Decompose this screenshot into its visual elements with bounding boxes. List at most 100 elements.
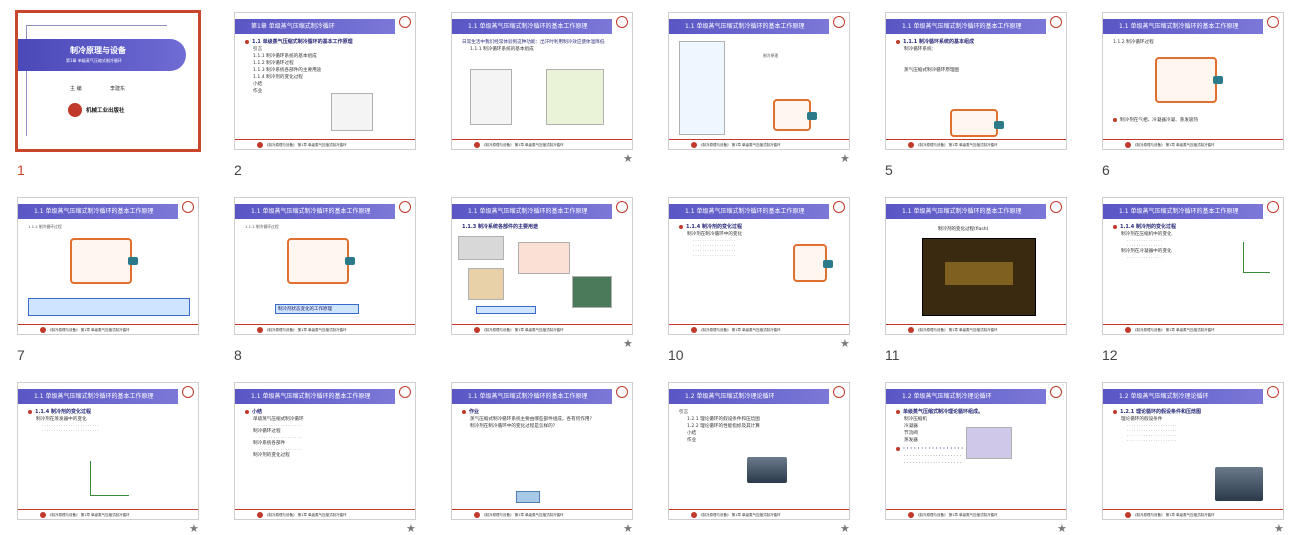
compressor-image: [572, 276, 612, 308]
component-image: [458, 236, 504, 260]
slide-footer: 《制冷原理与设备》 第1章 单级蒸气压缩式制冷循环: [886, 139, 1066, 149]
animation-star-icon: ★: [1057, 522, 1067, 535]
slide-preview[interactable]: 1.1 单级蒸气压缩式制冷循环的基本工作原理 1.1.4 制冷剂的变化过程 制冷…: [668, 197, 850, 335]
slide-body: 1.1.4 制冷剂的变化过程 制冷剂在蒸发器中的变化 · · · · · · ·…: [28, 409, 190, 433]
slide-banner: 1.1 单级蒸气压缩式制冷循环的基本工作原理: [452, 389, 612, 404]
publisher-name: 机械工业出版社: [86, 108, 125, 114]
ph-chart: [90, 461, 129, 496]
slide-banner: 1.1 单级蒸气压缩式制冷循环的基本工作原理: [1103, 204, 1263, 219]
slide-footer: 《制冷原理与设备》 第1章 单级蒸气压缩式制冷循环: [886, 324, 1066, 334]
apparatus-image: [679, 41, 725, 135]
slide-preview[interactable]: 制冷原理与设备 第1章 单级蒸气压缩式制冷循环 主 编 李建东 机械工业出版社: [15, 10, 201, 152]
slide-footer: 《制冷原理与设备》 第1章 单级蒸气压缩式制冷循环: [235, 509, 415, 519]
slide-number: 10: [668, 347, 684, 363]
slide-preview[interactable]: 1.1 单级蒸气压缩式制冷循环的基本工作原理 1.1.2 制冷循环过程 《制冷原…: [17, 197, 199, 335]
slide-preview[interactable]: 1.1 单级蒸气压缩式制冷循环的基本工作原理 1.1.1 制冷循环系统的基本组成…: [885, 12, 1067, 150]
person-image: [546, 69, 604, 125]
slide-footer: 《制冷原理与设备》 第1章 单级蒸气压缩式制冷循环: [18, 509, 198, 519]
slide-number: 8: [234, 347, 242, 363]
slide-footer: 《制冷原理与设备》 第1章 单级蒸气压缩式制冷循环: [452, 139, 632, 149]
equipment-image: [966, 427, 1012, 459]
logo-icon: [833, 386, 845, 398]
cycle-diagram: [1155, 57, 1223, 103]
slide-preview[interactable]: 第1章 单级蒸气压缩式制冷循环 1.1 单级蒸气压缩式制冷循环的基本工作原理 引…: [234, 12, 416, 150]
slide-banner: 1.1 单级蒸气压缩式制冷循环的基本工作原理: [669, 19, 829, 34]
logo-icon: [616, 16, 628, 28]
logo-icon: [182, 386, 194, 398]
slide-body: 1.1.2 制冷循环过程: [245, 224, 279, 229]
slide-banner: 1.2 单级蒸气压缩式制冷理论循环: [1103, 389, 1263, 404]
cover-subtitle: 第1章 单级蒸气压缩式制冷循环: [66, 58, 122, 63]
slide-body: 制冷原理: [763, 53, 779, 58]
slide-preview[interactable]: 1.1 单级蒸气压缩式制冷循环的基本工作原理 1.1.3 制冷系统各部件的主要用…: [451, 197, 633, 335]
compressor-unit-image: [1215, 467, 1263, 501]
animation-star-icon: ★: [623, 337, 633, 350]
slide-preview[interactable]: 1.1 单级蒸气压缩式制冷循环的基本工作原理 1.1.4 制冷剂的变化过程 制冷…: [1102, 197, 1284, 335]
animation-star-icon: ★: [1274, 522, 1284, 535]
slide-number: 7: [17, 347, 25, 363]
diagram-image: [331, 93, 373, 131]
slide-preview[interactable]: 1.2 单级蒸气压缩式制冷理论循环 单级蒸气压缩式制冷理论循环组成。 制冷压缩机…: [885, 382, 1067, 520]
slide-preview[interactable]: 1.1 单级蒸气压缩式制冷循环的基本工作原理 1.1.4 制冷剂的变化过程 制冷…: [17, 382, 199, 520]
slide-preview[interactable]: 1.1 单级蒸气压缩式制冷循环的基本工作原理 日常生活中我们经常体验到这种功能：…: [451, 12, 633, 150]
animation-star-icon: ★: [623, 522, 633, 535]
slide-body: 日常生活中我们经常体验到这种功能：出汗时利用制冷效应使体温降低 1.1.1 制冷…: [462, 40, 605, 52]
slide-number: 5: [885, 162, 893, 178]
slide-preview[interactable]: 1.2 单级蒸气压缩式制冷理论循环 1.2.1 理论循环的假设条件和压焓图 理论…: [1102, 382, 1284, 520]
slide-number: 11: [885, 347, 900, 363]
slide-footer: 《制冷原理与设备》 第1章 单级蒸气压缩式制冷循环: [669, 139, 849, 149]
note-box: 制冷剂状态变化的工作原理: [275, 304, 359, 314]
publisher-logo-icon: [68, 103, 82, 117]
chiller-image: [747, 457, 787, 483]
slide-preview[interactable]: 1.1 单级蒸气压缩式制冷循环的基本工作原理 制冷原理 《制冷原理与设备》 第1…: [668, 12, 850, 150]
cycle-diagram: [950, 109, 1004, 137]
animation-star-icon: ★: [623, 152, 633, 165]
animation-star-icon: ★: [189, 522, 199, 535]
slide-number: 12: [1102, 347, 1118, 363]
slide-footer: 《制冷原理与设备》 第1章 单级蒸气压缩式制冷循环: [452, 509, 632, 519]
slide-footer: 《制冷原理与设备》 第1章 单级蒸气压缩式制冷循环: [669, 509, 849, 519]
cycle-diagram: [70, 238, 138, 284]
slide-body: 1.1.4 制冷剂的变化过程 制冷剂在压缩机中的变化 · · · · · · ·…: [1113, 224, 1233, 260]
editor-name: 李建东: [110, 86, 126, 92]
slide-number: 6: [1102, 162, 1110, 178]
cover-title: 制冷原理与设备: [70, 46, 126, 55]
slide-footer: 《制冷原理与设备》 第1章 单级蒸气压缩式制冷循环: [1103, 324, 1283, 334]
editor-label: 主 编: [70, 86, 82, 92]
slide-footer: 《制冷原理与设备》 第1章 单级蒸气压缩式制冷循环: [235, 139, 415, 149]
slide-body: 作业 蒸气压缩式制冷循环系统主要由哪些部件组成，各有何作用？ 制冷剂在制冷循环中…: [462, 409, 624, 430]
slide-footer: 《制冷原理与设备》 第1章 单级蒸气压缩式制冷循环: [18, 324, 198, 334]
component-image: [468, 268, 504, 300]
slide-number: 1: [17, 162, 25, 178]
slide-footer: 《制冷原理与设备》 第1章 单级蒸气压缩式制冷循环: [669, 324, 849, 334]
slide-body: 1.1.1 制冷循环系统的基本组成 制冷循环系统： 蒸气压缩式制冷循环原理图: [896, 39, 1058, 74]
slide-banner: 1.2 单级蒸气压缩式制冷理论循环: [669, 389, 829, 404]
slide-body: 1.1 单级蒸气压缩式制冷循环的基本工作原理 引言 1.1.1 制冷循环系统的基…: [245, 39, 407, 95]
slide-body: 小结 单级蒸气压缩式制冷循环 · · · · · · · · · · · · ·…: [245, 409, 407, 459]
note-box: [28, 298, 190, 316]
slide-banner: 1.1 单级蒸气压缩式制冷循环的基本工作原理: [235, 204, 395, 219]
slide-preview[interactable]: 1.1 单级蒸气压缩式制冷循环的基本工作原理 1.1.2 制冷循环过程 制冷剂在…: [1102, 12, 1284, 150]
logo-icon: [1267, 386, 1279, 398]
logo-icon: [616, 386, 628, 398]
slide-preview[interactable]: 1.2 单级蒸气压缩式制冷理论循环 引言 1.2.1 理论循环的假设条件和压焓图…: [668, 382, 850, 520]
slide-banner: 1.1 单级蒸气压缩式制冷循环的基本工作原理: [886, 19, 1046, 34]
flash-animation[interactable]: [922, 238, 1036, 316]
slide-body: 引言 1.2.1 理论循环的假设条件和压焓图 1.2.2 理论循环的性能指标及其…: [679, 410, 760, 443]
ph-chart: [1243, 242, 1270, 273]
slide-preview[interactable]: 1.1 单级蒸气压缩式制冷循环的基本工作原理 1.1.2 制冷循环过程 制冷剂状…: [234, 197, 416, 335]
slide-banner: 1.1 单级蒸气压缩式制冷循环的基本工作原理: [886, 204, 1046, 219]
flash-caption: 制冷剂的变化过程(flash): [938, 227, 989, 232]
slide-preview[interactable]: 1.1 单级蒸气压缩式制冷循环的基本工作原理 作业 蒸气压缩式制冷循环系统主要由…: [451, 382, 633, 520]
slide-body: 1.1.2 制冷循环过程: [28, 224, 62, 229]
logo-icon: [182, 201, 194, 213]
logo-icon: [1050, 16, 1062, 28]
slide-preview[interactable]: 1.1 单级蒸气压缩式制冷循环的基本工作原理 小结 单级蒸气压缩式制冷循环 · …: [234, 382, 416, 520]
logo-icon: [616, 201, 628, 213]
logo-icon: [399, 201, 411, 213]
slide-preview[interactable]: 1.1 单级蒸气压缩式制冷循环的基本工作原理 制冷剂的变化过程(flash) 《…: [885, 197, 1067, 335]
slide-banner: 1.1 单级蒸气压缩式制冷循环的基本工作原理: [669, 204, 829, 219]
animation-star-icon: ★: [840, 337, 850, 350]
slide-footer: 《制冷原理与设备》 第1章 单级蒸气压缩式制冷循环: [886, 509, 1066, 519]
media-play-button[interactable]: [516, 491, 540, 503]
